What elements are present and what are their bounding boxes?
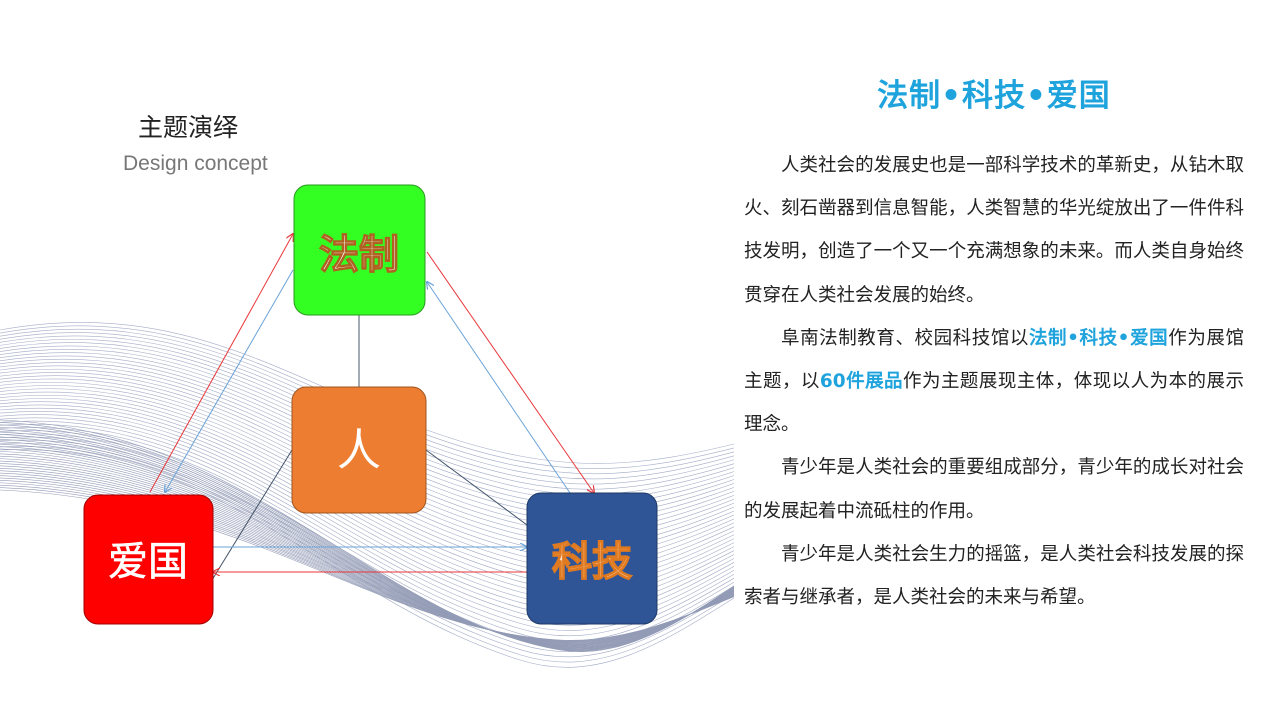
node-fazhi[interactable]: 法制 [293, 184, 426, 316]
paragraph-2-part-c: 作为主题展现主体，体现以人为本的展示理念。 [744, 371, 1244, 436]
paragraph-1: 人类社会的发展史也是一部科学技术的革新史，从钻木取火、刻石凿器到信息智能，人类智… [744, 155, 1244, 306]
paragraph-2: 阜南法制教育、校园科技馆以法制•科技•爱国作为展馆主题，以60件展品作为主题展现… [744, 317, 1244, 447]
paragraph-3: 青少年是人类社会的重要组成部分，青少年的成长对社会的发展起着中流砥柱的作用。 [744, 457, 1244, 522]
node-ren-box [291, 386, 427, 514]
paragraph-4: 青少年是人类社会生力的摇篮，是人类社会科技发展的探索者与继承者，是人类社会的未来… [744, 543, 1244, 609]
node-fazhi-label: 法制 [319, 232, 399, 278]
article-panel: 法制•科技•爱国 人类社会的发展史也是一部科学技术的革新史，从钻木取火、刻石凿器… [734, 60, 1280, 720]
paragraph-2-part-b: 作为展馆主题，以 [744, 327, 1244, 393]
article-heading: 法制•科技•爱国 [877, 78, 1111, 114]
arrow-fazhi-to-aiguo [165, 269, 294, 492]
arrow-aiguo-to-fazhi [149, 234, 293, 493]
section-title: 主题演绎 [138, 113, 239, 142]
node-keji-box [526, 492, 658, 625]
node-aiguo-box [83, 494, 214, 625]
node-ren-label: 人 [337, 425, 381, 476]
node-keji[interactable]: 科技 [526, 492, 658, 625]
node-fazhi-box [293, 184, 426, 316]
node-aiguo-label: 爱国 [108, 539, 188, 585]
paragraph-2-part-a: 阜南法制教育、校园科技馆以 [781, 327, 1029, 349]
article-body: 人类社会的发展史也是一部科学技术的革新史，从钻木取火、刻石凿器到信息智能，人类智… [744, 144, 1244, 619]
highlight-theme: 法制•科技•爱国 [1028, 327, 1169, 349]
node-keji-label: 科技 [552, 539, 632, 585]
arrow-keji-to-fazhi [427, 282, 571, 494]
node-ren[interactable]: 人 [291, 386, 427, 514]
node-aiguo[interactable]: 爱国 [83, 494, 214, 625]
line-ren-aiguo [211, 449, 293, 581]
concept-diagram: 法制 人 爱国 科技 [83, 184, 658, 625]
arrow-fazhi-to-keji [426, 251, 594, 493]
section-subtitle: Design concept [123, 152, 268, 175]
line-ren-keji [425, 449, 528, 526]
highlight-exhibits: 60件展品 [819, 371, 904, 393]
